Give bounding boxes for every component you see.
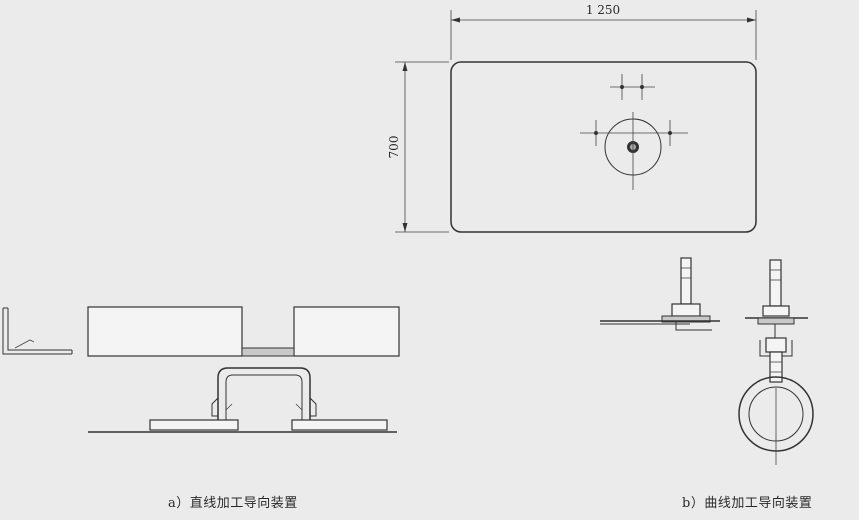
bolt-pair-right [640, 85, 644, 89]
plate-outline [450, 61, 757, 233]
workpiece-right [293, 306, 400, 357]
caption-straight-guide: a）直线加工导向装置 [168, 496, 298, 511]
guide-pin-right [769, 259, 782, 307]
clamp-right [309, 397, 317, 417]
bolt-right [668, 131, 672, 135]
pin-right-collar [757, 317, 795, 325]
arrow-right [747, 17, 756, 23]
ring-holder-block [765, 337, 787, 353]
bolt-pair-left [620, 85, 624, 89]
pin-right-nut [762, 305, 790, 317]
guide-pin-left [680, 257, 692, 305]
arrow-top [402, 62, 408, 71]
workpiece-left [87, 306, 243, 357]
clamp-right-tab [295, 403, 303, 411]
guide-plate-top-view: 1 250 700 [387, 3, 757, 233]
bolt-left [594, 131, 598, 135]
height-dimension-label: 700 [387, 136, 401, 159]
gap-plate [241, 347, 295, 357]
arrow-bottom [402, 223, 408, 232]
curve-guide-device [600, 257, 814, 465]
u-channel-inner [225, 374, 303, 420]
base-plate-left [149, 419, 239, 431]
bracket-lip [14, 339, 35, 349]
clamp-left [211, 397, 219, 417]
caption-curve-guide: b）曲线加工导向装置 [682, 496, 813, 511]
pin-left-foot [675, 322, 712, 331]
base-plate-right [291, 419, 388, 431]
arrow-left [451, 17, 460, 23]
angle-bracket [2, 308, 72, 355]
u-channel-outer [217, 367, 311, 420]
ring-holder-stem [769, 351, 783, 383]
straight-guide-device [2, 306, 400, 433]
pin-left-collar [661, 315, 711, 323]
angle-bracket-inner [7, 308, 72, 351]
pin-left-nut [671, 303, 701, 317]
width-dimension-label: 1 250 [586, 3, 620, 17]
clamp-left-tab [225, 403, 233, 411]
